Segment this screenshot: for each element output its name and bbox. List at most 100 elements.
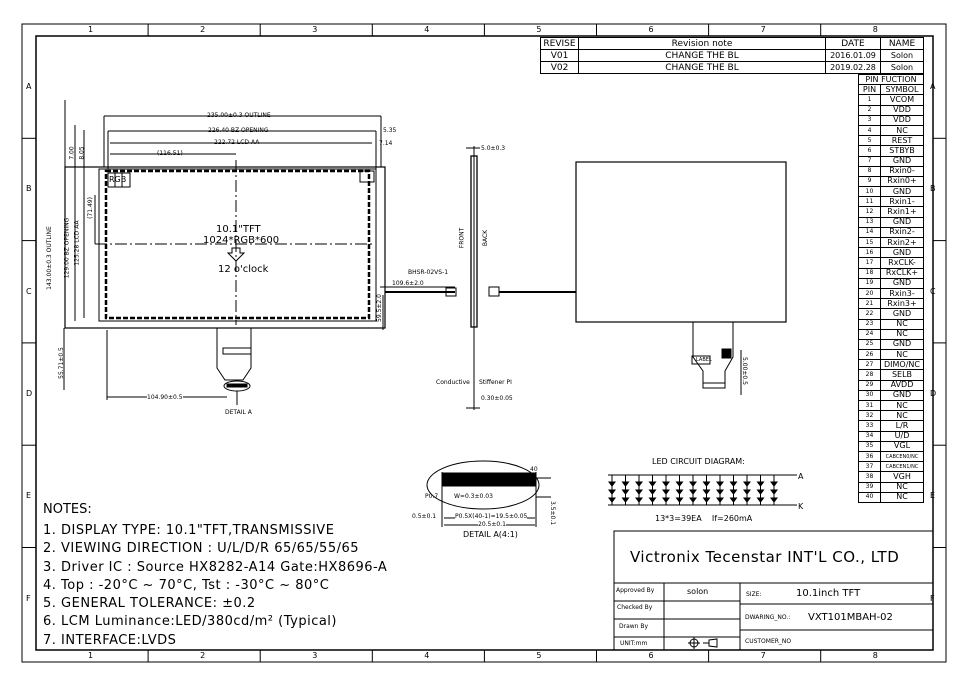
- led-diode-icon: [716, 489, 724, 495]
- date: 2016.01.09: [825, 49, 881, 62]
- pin-number: 1: [858, 94, 881, 106]
- column-label: 2: [200, 651, 206, 660]
- title-block-border: [613, 530, 934, 651]
- led-diode-icon: [662, 481, 670, 487]
- pin-number: 35: [858, 440, 881, 452]
- pin-symbol: GND: [880, 338, 924, 351]
- pin-number: 38: [858, 471, 881, 483]
- pin-symbol: GND: [880, 277, 924, 289]
- panel-size-label: 10.1"TFT: [216, 224, 261, 235]
- pin-number: 5: [858, 135, 881, 147]
- pin-number: 2: [858, 104, 881, 116]
- pin-symbol: STBYB: [880, 145, 924, 157]
- dim-700: 7.00: [68, 146, 76, 160]
- detail-width: W=0.3±0.03: [454, 493, 493, 500]
- led-diode-icon: [770, 497, 778, 503]
- pin-symbol: Rxin1-: [880, 196, 924, 208]
- led-diode-icon: [635, 497, 643, 503]
- pin-symbol: U/D: [880, 430, 924, 442]
- approved-value: solon: [687, 587, 709, 596]
- column-label: 2: [200, 25, 206, 34]
- row-label: A: [930, 82, 936, 91]
- name: Solon: [880, 49, 924, 62]
- led-diode-icon: [743, 489, 751, 495]
- pin-number: 34: [858, 430, 881, 442]
- dim-fpc-thickness: 0.30±0.05: [481, 395, 513, 402]
- pin-number: 26: [858, 349, 881, 361]
- viewing-direction-label: 12 o'clock: [218, 264, 269, 275]
- conductive-label: Conductive: [436, 379, 470, 386]
- pin-number: 18: [858, 267, 881, 279]
- size-value: 10.1inch TFT: [796, 588, 861, 599]
- detail-pitch: P0.5X(40-1)=19.5±0.05: [455, 513, 528, 520]
- pin-symbol: AVDD: [880, 379, 924, 391]
- pin-number: 28: [858, 369, 881, 381]
- led-diode-icon: [675, 481, 684, 487]
- led-diode-icon: [675, 489, 684, 495]
- led-diode-icon: [756, 481, 765, 487]
- pin-number: 39: [858, 481, 881, 493]
- pin-number: 24: [858, 328, 881, 340]
- company-name: Victronix Tecenstar INT'L CO., LTD: [630, 548, 900, 566]
- led-diode-icon: [608, 497, 616, 503]
- column-label: 3: [312, 25, 318, 34]
- led-diode-icon: [770, 489, 778, 495]
- led-diode-icon: [743, 481, 751, 487]
- revise-header: REVISE: [540, 37, 579, 50]
- pin-symbol: NC: [880, 481, 924, 493]
- rev: V01: [540, 49, 579, 62]
- drawn-label: Drawn By: [619, 623, 649, 630]
- pin-symbol: NC: [880, 349, 924, 361]
- dim-aa-width: 222.72 LCD AA: [214, 139, 260, 146]
- pin-symbol: Rxin3+: [880, 298, 924, 310]
- pin-number: 40: [858, 491, 881, 503]
- frame-ticks: [22, 24, 946, 662]
- led-diode-icon: [702, 489, 711, 495]
- pin-symbol: CABCEN1/NC: [880, 461, 924, 473]
- dim-cable: 109.6±2.0: [392, 280, 424, 287]
- column-label: 4: [424, 25, 430, 34]
- pin-number: 21: [858, 298, 881, 310]
- note-header: Revision note: [578, 37, 826, 50]
- pin-symbol: VGH: [880, 471, 924, 483]
- led-diode-icon: [648, 481, 657, 487]
- led-diode-icon: [648, 497, 657, 503]
- note-item: 5. GENERAL TOLERANCE: ±0.2: [43, 596, 256, 612]
- row-label: B: [26, 184, 32, 194]
- pin-symbol: GND: [880, 247, 924, 259]
- pin-symbol: SELB: [880, 369, 924, 381]
- back-label: BACK: [482, 229, 490, 247]
- column-label: 1: [88, 25, 94, 34]
- label-sticker: LABEL: [696, 357, 712, 363]
- pin-table-title: PIN FUCTION: [858, 73, 924, 86]
- row-label: D: [930, 388, 937, 398]
- led-diode-icon: [621, 481, 630, 487]
- pin-symbol: GND: [880, 155, 924, 167]
- led-diode-icon: [729, 489, 738, 495]
- pin-symbol: GND: [880, 216, 924, 228]
- column-label: 7: [760, 25, 766, 34]
- notes-title: NOTES:: [43, 502, 92, 517]
- dim-outline-width: 235.00±0.3 OUTLINE: [207, 112, 271, 119]
- pin-number: 14: [858, 226, 881, 239]
